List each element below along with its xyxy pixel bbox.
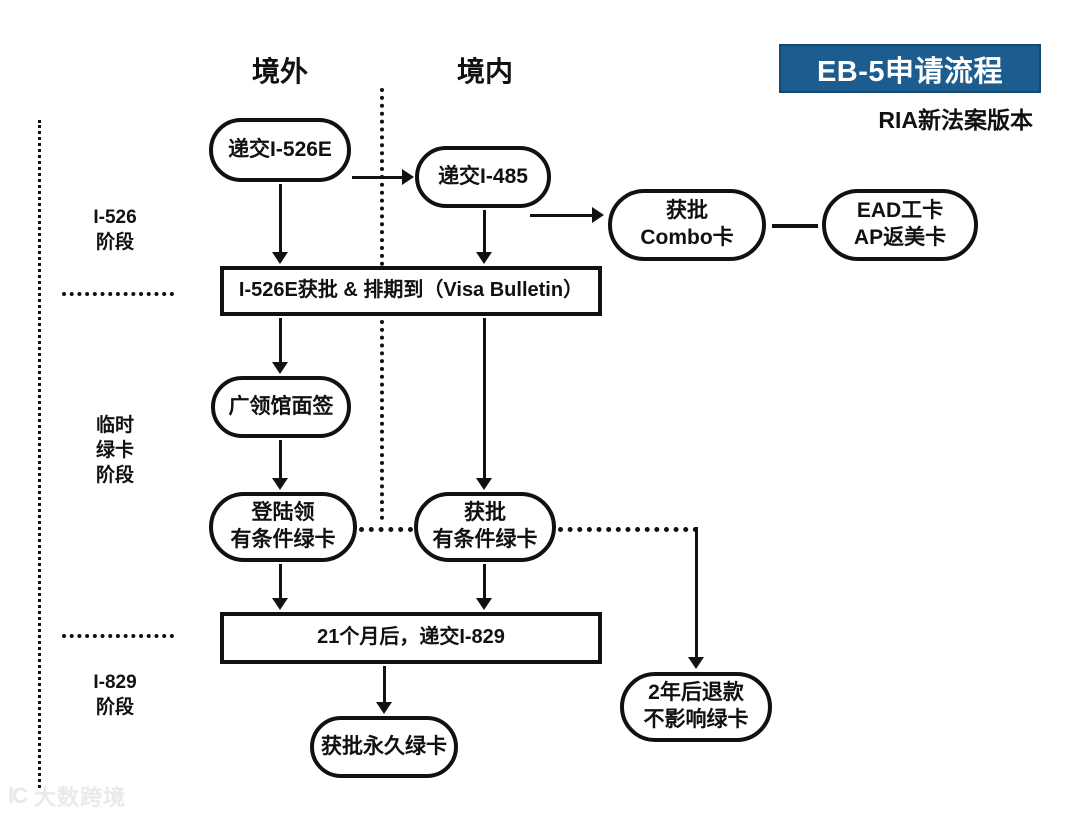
arrowhead-i829-to-permanent-gc [376, 702, 392, 714]
node-submit-i526e[interactable]: 递交I-526E [209, 118, 351, 182]
connector-land-cgc-to-approve-cgc [359, 527, 413, 532]
arrowhead-land-cgc-to-i829 [272, 598, 288, 610]
arrowhead-i485-to-approved [476, 252, 492, 264]
connector-i485-to-approved [483, 210, 486, 252]
connector-i526e-to-approved [279, 184, 282, 252]
connector-approved-to-consulate [279, 318, 282, 362]
column-header-overseas: 境外 [251, 56, 308, 87]
node-submit-i485[interactable]: 递交I-485 [415, 146, 551, 208]
connector-i485-to-combo [530, 214, 594, 217]
title-banner: EB-5申请流程 [779, 44, 1041, 93]
node-consulate-interview[interactable]: 广领馆面签 [211, 376, 351, 438]
arrowhead-i485-to-combo [592, 207, 604, 223]
page-title: EB-5申请流程 [816, 55, 1004, 88]
node-land-conditional-green-card[interactable]: 登陆领 有条件绿卡 [209, 492, 357, 562]
stage-label-temp-green-card: 临时 绿卡 阶段 [95, 415, 134, 487]
stage-divider-i829 [62, 634, 174, 638]
node-i526e-approved-visa-bulletin[interactable]: I-526E获批 & 排期到（Visa Bulletin） [220, 266, 602, 316]
watermark-text: 大数跨境 [34, 785, 127, 810]
node-refund-after-two-years[interactable]: 2年后退款 不影响绿卡 [620, 672, 772, 742]
connector-approve-cgc-to-i829 [483, 564, 486, 598]
node-file-i829[interactable]: 21个月后，递交I-829 [220, 612, 602, 664]
node-ead-ap-card[interactable]: EAD工卡 AP返美卡 [822, 189, 978, 261]
connector-consulate-to-land-cgc [279, 440, 282, 478]
connector-combo-to-ead-ap [772, 224, 818, 228]
arrowhead-approve-cgc-to-i829 [476, 598, 492, 610]
stage-rail [38, 120, 41, 788]
connector-approve-cgc-to-refund [558, 527, 698, 532]
arrowhead-approved-to-approve-cgc [476, 478, 492, 490]
column-header-domestic: 境内 [456, 56, 513, 87]
arrowhead-consulate-to-land-cgc [272, 478, 288, 490]
stage-divider-i526 [62, 292, 174, 296]
node-permanent-green-card[interactable]: 获批永久绿卡 [310, 716, 458, 778]
watermark: IC 大数跨境 [8, 780, 126, 812]
stage-label-i526: I-526 阶段 [93, 207, 137, 254]
node-approved-combo-card[interactable]: 获批 Combo卡 [608, 189, 766, 261]
node-approved-conditional-green-card[interactable]: 获批 有条件绿卡 [414, 492, 556, 562]
connector-land-cgc-to-i829 [279, 564, 282, 598]
connector-i829-to-permanent-gc [383, 666, 386, 702]
arrowhead-i526e-to-i485 [402, 169, 414, 185]
connector-approved-to-approve-cgc [483, 318, 486, 478]
column-divider-lower [380, 320, 384, 520]
arrowhead-to-refund [688, 657, 704, 669]
arrowhead-approved-to-consulate [272, 362, 288, 374]
page-subtitle: RIA新法案版本 [878, 107, 1033, 133]
stage-label-i829: I-829 阶段 [93, 672, 137, 719]
watermark-logo-icon: IC [8, 783, 28, 808]
connector-refund-drop [695, 527, 698, 657]
connector-i526e-to-i485 [352, 176, 404, 179]
arrowhead-i526e-to-approved [272, 252, 288, 264]
